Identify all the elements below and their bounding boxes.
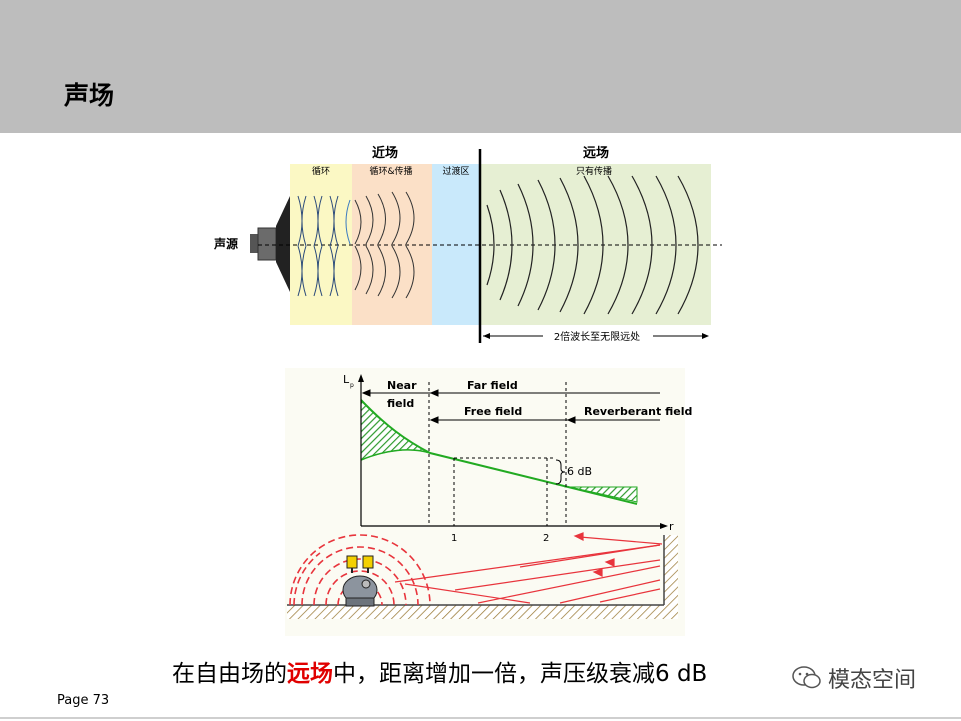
near-field-label: 近场 [372, 145, 398, 161]
distance-arrow [483, 329, 709, 343]
speaker-icon [250, 196, 290, 292]
reflection-rays [394, 532, 663, 604]
y-axis-sub: p [350, 382, 354, 389]
watermark-text: 模态空间 [828, 668, 917, 693]
field-boundaries [428, 382, 567, 526]
wall [664, 535, 678, 619]
footer-divider [0, 717, 961, 719]
db-label: 6 dB [567, 465, 592, 478]
caption: 在自由场的远场中，距离增加一倍，声压级衰减6 dB [172, 654, 707, 688]
watermark: 模态空间 [792, 662, 916, 694]
wechat-icon [792, 666, 821, 689]
caption-highlight: 远场 [287, 661, 333, 687]
zone-transition-label: 过渡区 [442, 165, 469, 177]
near-field-text-1: Near [387, 379, 417, 392]
far-field-text: Far field [467, 379, 518, 392]
ground [287, 605, 665, 619]
far-field-waves [486, 175, 699, 315]
free-field-text: Free field [464, 405, 522, 418]
y-axis-label: L [343, 373, 350, 386]
mixed-waves [345, 191, 415, 299]
tick-1: 1 [451, 533, 457, 544]
zone-circ-propagation-label: 循环&传播 [369, 165, 412, 177]
zone-circulation-label: 循环 [312, 165, 330, 177]
x-axis-label: r [669, 520, 674, 533]
caption-before: 在自由场的 [172, 661, 287, 687]
transformer-icon [342, 555, 378, 607]
reverberant-field-text: Reverberant field [584, 405, 692, 418]
tick-2: 2 [543, 533, 549, 544]
header-bar: 声场 [0, 0, 961, 133]
page-title: 声场 [64, 81, 115, 110]
near-field-text-2: field [387, 397, 414, 410]
db-brace [555, 459, 566, 485]
region-arrows [361, 389, 660, 424]
distance-label: 2倍波长至无限远处 [554, 330, 640, 343]
circulation-waves [297, 195, 339, 297]
far-field-label: 远场 [583, 146, 609, 161]
near-lower-curve [360, 449, 431, 461]
caption-after: 中，距离增加一倍，声压级衰减6 dB [333, 661, 708, 687]
page-number: Page 73 [57, 693, 110, 708]
source-label: 声源 [213, 236, 238, 251]
zone-propagation-label: 只有传播 [576, 165, 612, 177]
